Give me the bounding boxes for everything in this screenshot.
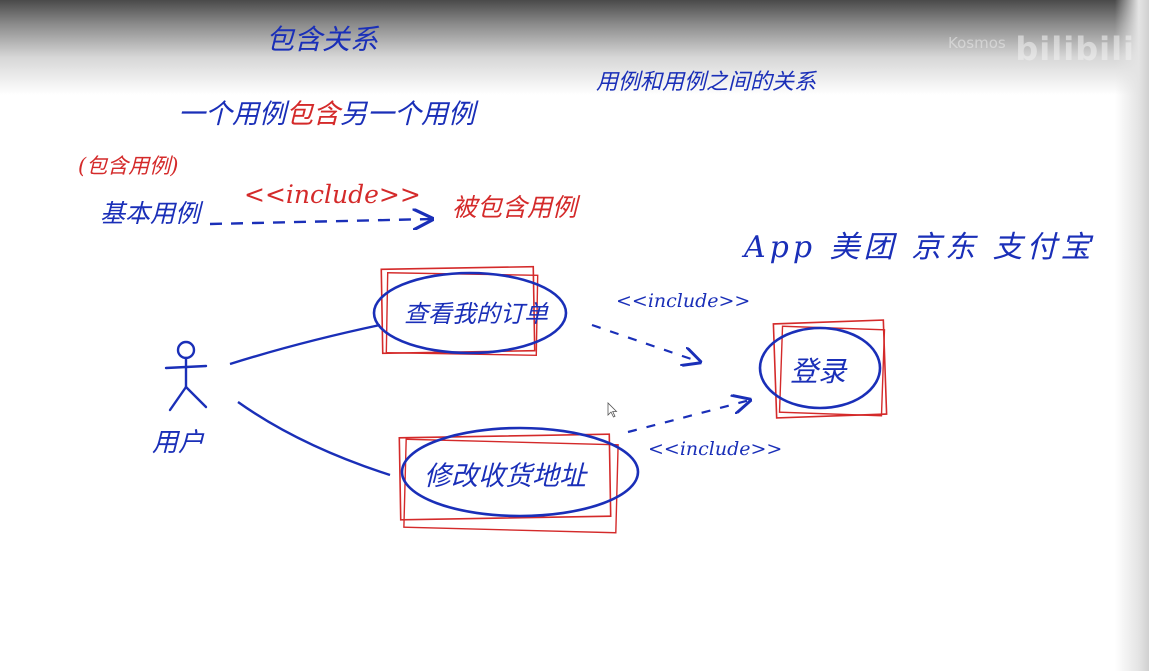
legend-include-arrow [209,219,432,224]
definition-prefix: 一个用例 [178,99,286,130]
use-case-login: 登录 [790,355,847,388]
include-arrow-edit-address-login [627,400,750,434]
diagram-subtitle: 用例和用例之间的关系 [596,70,817,95]
include-arrow-view-orders-login [591,323,700,362]
legend-include-stereotype: <<include>> [244,180,421,209]
include-label-bottom: <<include>> [648,438,783,460]
use-case-edit-address-shape [398,426,640,534]
watermark-username: Kosmos [948,34,1006,52]
bilibili-watermark: bilibili [1015,30,1135,68]
use-case-view-orders: 查看我的订单 [404,300,548,328]
association-line-edit-address [237,401,391,477]
legend-base-use-case: 基本用例 [100,199,201,228]
actor-stick-figure [164,340,208,412]
definition-suffix: 另一个用例 [340,99,475,130]
include-label-top: <<include>> [616,290,751,312]
definition-keyword: 包含 [286,99,340,130]
mouse-cursor-icon [607,402,618,418]
use-case-login-shape [758,319,888,419]
include-use-case-note: (包含用例) [78,154,179,178]
association-line-view-orders [229,323,381,366]
legend-included-use-case: 被包含用例 [452,193,578,222]
use-case-edit-address: 修改收货地址 [424,461,586,492]
use-case-view-orders-shape [372,265,568,357]
app-examples-note: App 美团 京东 支付宝 [744,230,1095,265]
actor-label: 用户 [152,428,205,458]
right-shadow [1115,0,1149,671]
definition-line: 一个用例包含另一个用例 [178,92,475,131]
diagram-title: 包含关系 [266,23,379,56]
top-shadow [0,0,1149,95]
